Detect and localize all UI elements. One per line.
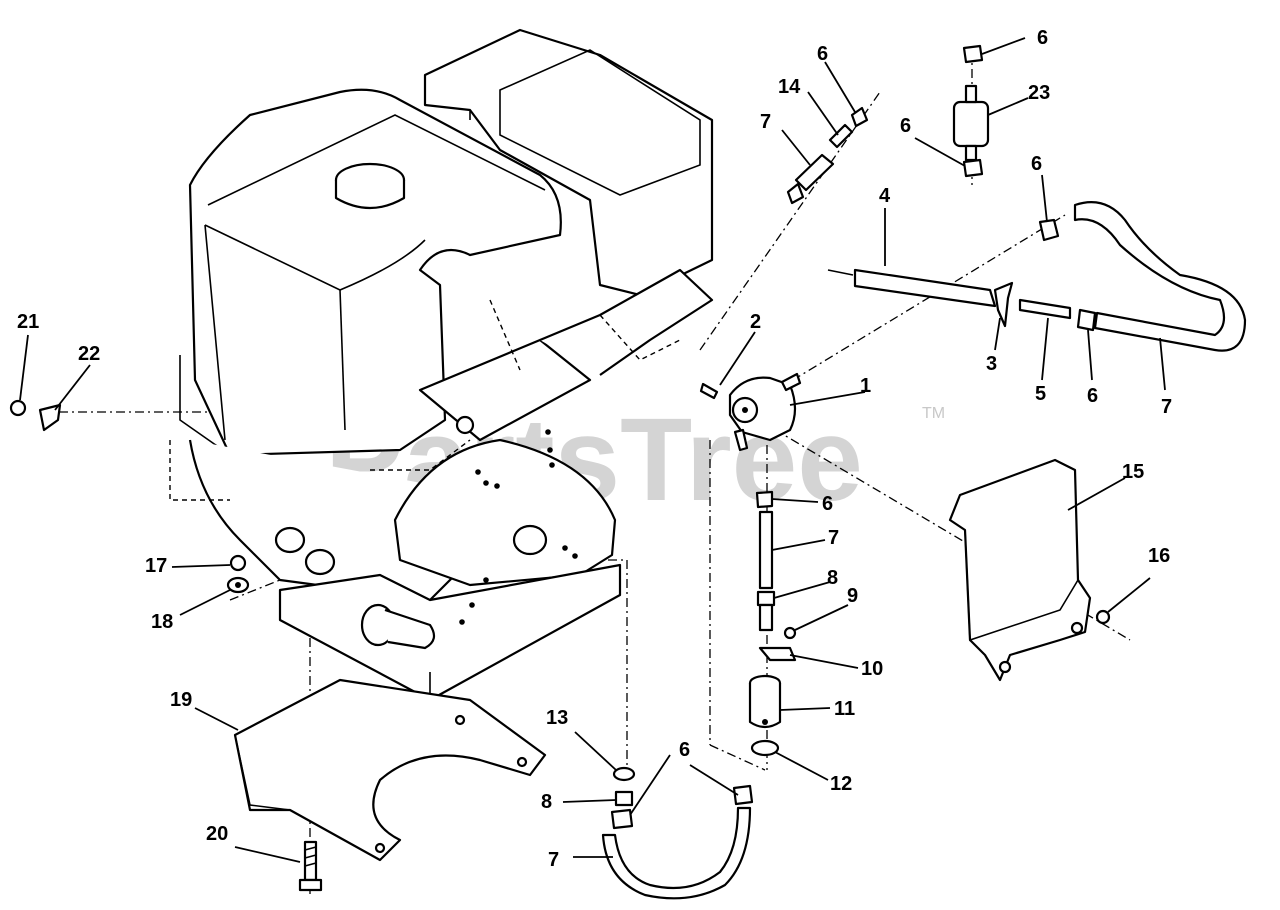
- mount-hole: [455, 415, 475, 435]
- callout-8: 8: [827, 567, 838, 589]
- engine-assembly: [169, 28, 714, 702]
- part-6-clamp-filter-top: [962, 44, 984, 64]
- part-7-long-hose: [1073, 201, 1247, 352]
- callout-11: 11: [834, 698, 855, 720]
- part-6-clamp-hose-end: [1038, 218, 1060, 242]
- part-6-clamp-pump: [755, 490, 774, 509]
- callout-6: 6: [822, 493, 833, 515]
- callout-6: 6: [817, 43, 828, 65]
- callout-22: 22: [78, 343, 100, 365]
- callout-7: 7: [828, 527, 839, 549]
- callout-6: 6: [1037, 27, 1048, 49]
- callout-1: 1: [860, 375, 871, 397]
- callout-5: 5: [1035, 383, 1046, 405]
- callout-6: 6: [1031, 153, 1042, 175]
- engine-bolt-holes: [459, 429, 578, 625]
- part-19-bottom-shield: [233, 678, 547, 862]
- part-20-bolt: [298, 840, 323, 892]
- callout-19: 19: [170, 689, 192, 711]
- part-14-fitting: [828, 123, 854, 149]
- part-11-filter-bowl: [748, 674, 782, 729]
- part-1-fuel-pump: [728, 372, 802, 452]
- part-4-fuel-hose: [853, 268, 997, 308]
- part-6-clamp-bottom-right: [732, 784, 754, 806]
- callout-labels: 1 2 3 4 5 6 6 6 6 6 6 6 7 7 7 7 8 8 9 10…: [17, 27, 1172, 871]
- callout-21: 21: [17, 311, 39, 333]
- callout-14: 14: [778, 76, 801, 98]
- part-16-nut: [1095, 609, 1111, 625]
- part-7-bottom-hose: [601, 806, 752, 900]
- part-6-clamp-lower-upper: [786, 182, 805, 205]
- callout-6: 6: [1087, 385, 1098, 407]
- part-10-bracket: [758, 646, 797, 662]
- callout-23: 23: [1028, 82, 1050, 104]
- callout-20: 20: [206, 823, 228, 845]
- part-6-clamp-filter-bottom: [962, 158, 984, 178]
- watermark-trademark: TM: [922, 405, 945, 422]
- callout-8: 8: [541, 791, 552, 813]
- callout-2: 2: [750, 311, 761, 333]
- callout-leaders: [19, 37, 1166, 863]
- part-23-inline-fuel-filter: [952, 84, 990, 162]
- part-9-washer: [783, 626, 797, 640]
- callout-6: 6: [900, 115, 911, 137]
- part-12-gasket: [750, 739, 780, 757]
- callout-3: 3: [986, 353, 997, 375]
- part-17-nut: [229, 554, 247, 572]
- callout-6: 6: [679, 739, 690, 761]
- part-7-vertical-hose: [758, 510, 774, 590]
- callout-9: 9: [847, 585, 858, 607]
- part-6-clamp-bottom-left: [610, 808, 634, 830]
- part-22-washer: [38, 403, 62, 432]
- callout-7: 7: [760, 111, 771, 133]
- callout-18: 18: [151, 611, 173, 633]
- part-5-connector: [1018, 298, 1072, 320]
- part-21-nut: [9, 399, 27, 417]
- part-15-side-shield: [948, 458, 1092, 682]
- part-8-fitting-lower: [614, 790, 634, 807]
- callout-15: 15: [1122, 461, 1144, 483]
- callout-16: 16: [1148, 545, 1170, 567]
- part-6-clamp-connector: [1076, 308, 1097, 332]
- part-3-clamp: [993, 281, 1014, 328]
- part-8-fitting-upper: [756, 590, 776, 607]
- part-6-clamp-upper: [850, 106, 869, 128]
- part-2-screw: [699, 382, 719, 400]
- callout-12: 12: [830, 773, 852, 795]
- callout-7: 7: [548, 849, 559, 871]
- callout-13: 13: [546, 707, 568, 729]
- callout-4: 4: [879, 185, 891, 207]
- callout-7: 7: [1161, 396, 1172, 418]
- part-7-upper-hose: [794, 153, 835, 192]
- callout-10: 10: [861, 658, 883, 680]
- callout-17: 17: [145, 555, 167, 577]
- part-13-washer: [612, 766, 636, 782]
